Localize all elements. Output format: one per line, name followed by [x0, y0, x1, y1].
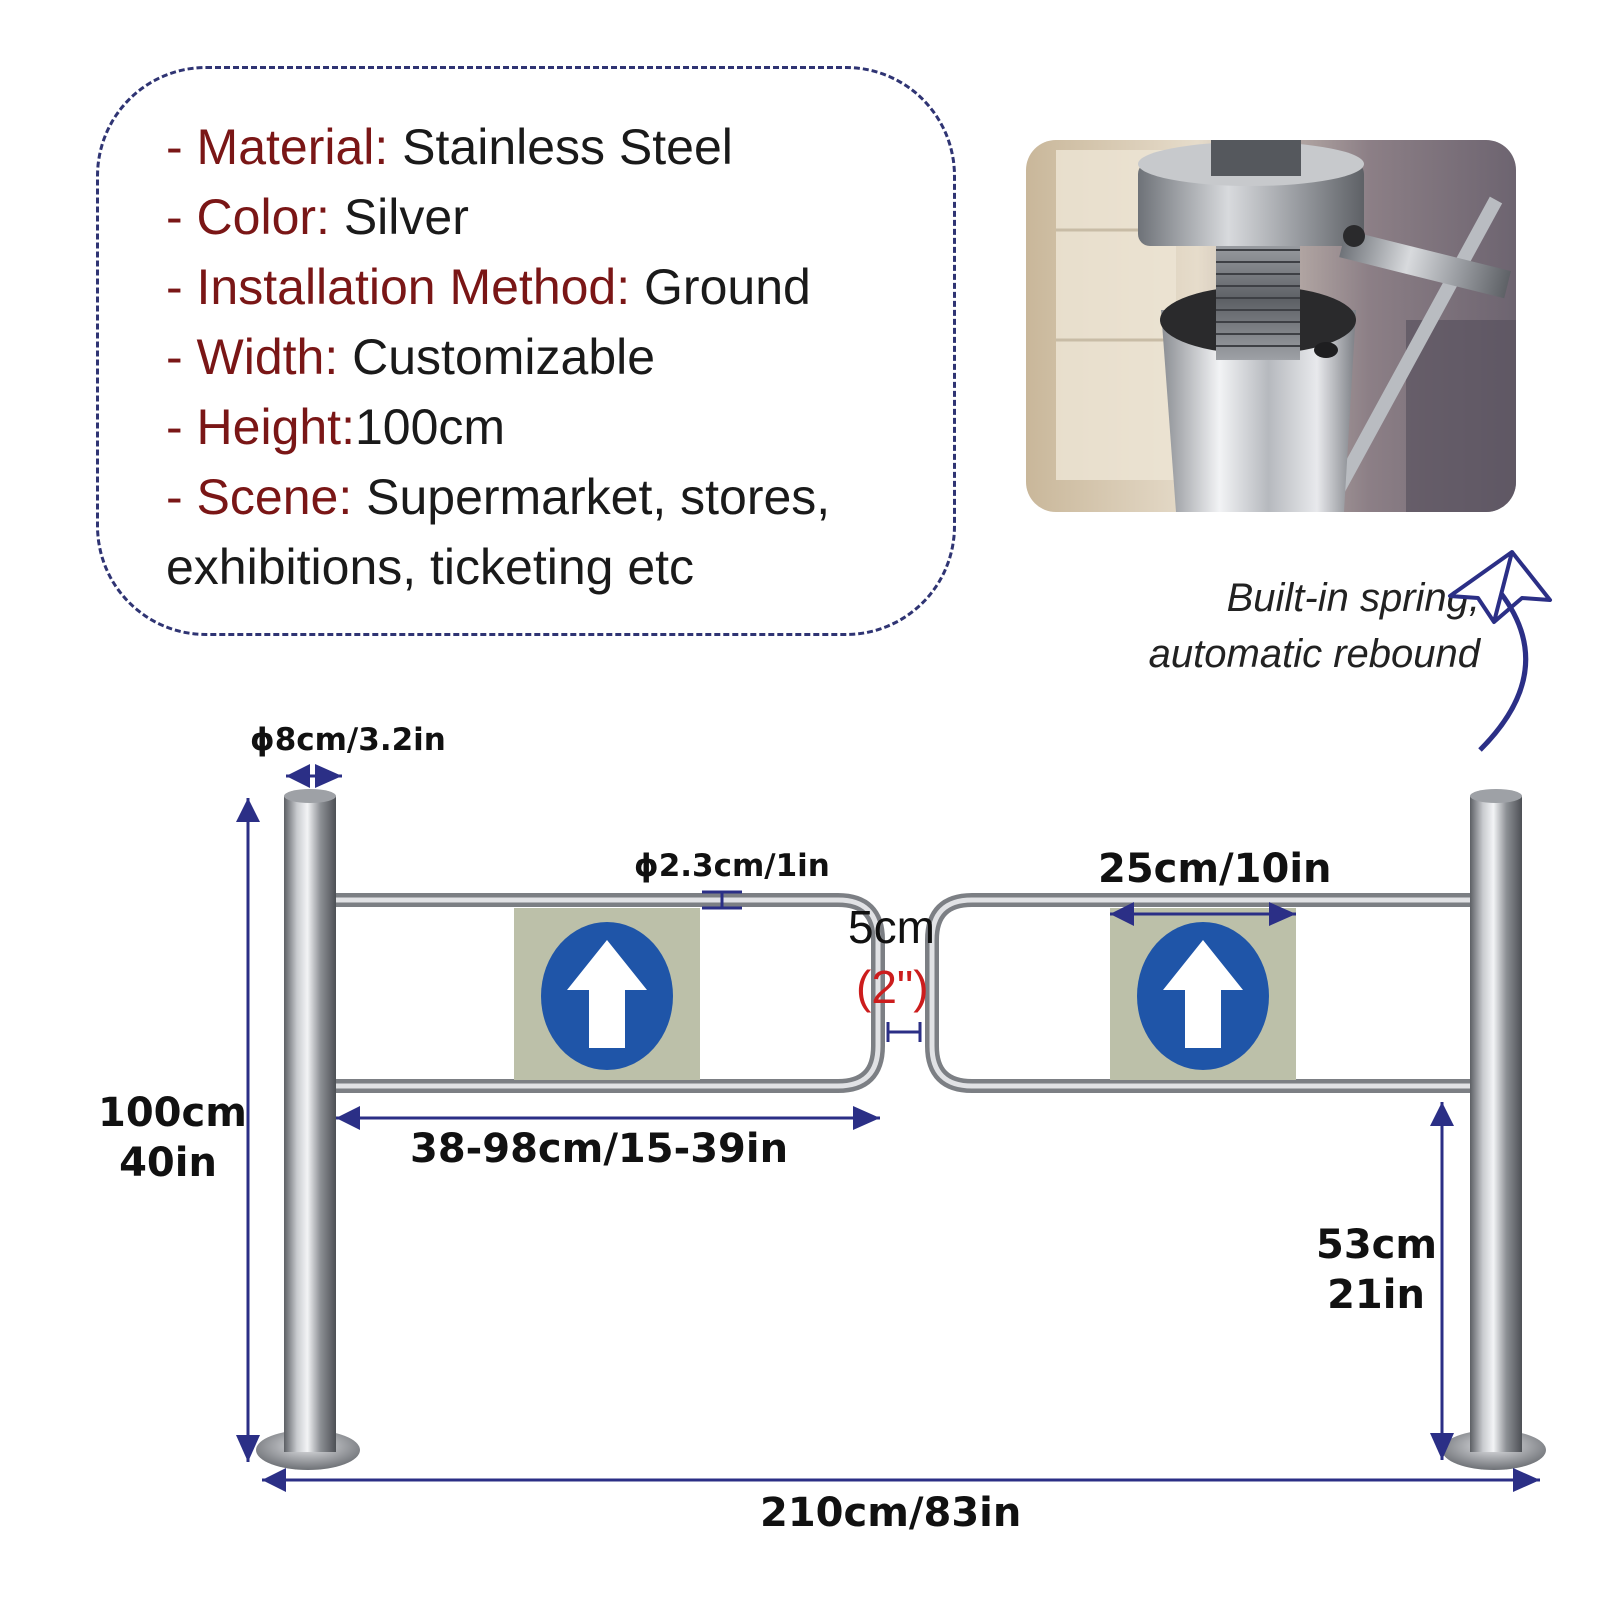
spec-value: Ground	[630, 259, 811, 315]
left-direction-sign	[514, 908, 700, 1080]
lower-bar-label: 53cm 21in	[1316, 1220, 1438, 1320]
gap-inch-label: (2")	[856, 961, 929, 1013]
spec-color: - Color: Silver	[166, 182, 946, 252]
arm-length-label: 38-98cm/15-39in	[410, 1126, 789, 1172]
spec-scene-continuation: exhibitions, ticketing etc	[166, 539, 695, 595]
spec-value: Stainless Steel	[388, 119, 733, 175]
gap-cm-label: 5cm	[848, 901, 935, 953]
tube-diameter-label: ϕ2.3cm/1in	[634, 848, 830, 884]
caption-line-1: Built-in spring,	[1226, 576, 1480, 620]
spec-label: - Color:	[166, 189, 330, 245]
caption-line-2: automatic rebound	[1148, 632, 1480, 676]
spring-caption: Built-in spring, automatic rebound	[1060, 570, 1480, 682]
left-gate-arm	[323, 893, 885, 1093]
spec-label: - Installation Method:	[166, 259, 631, 315]
left-post	[256, 789, 360, 1470]
spec-material: - Material: Stainless Steel	[166, 112, 946, 182]
total-width-label: 210cm/83in	[760, 1490, 1022, 1536]
spec-scene: - Scene: Supermarket, stores,	[166, 462, 946, 532]
lower-bar-cm: 53cm	[1316, 1222, 1438, 1268]
spec-value: 100cm	[354, 399, 506, 455]
height-cm: 100cm	[98, 1090, 247, 1136]
up-arrow-icon	[1163, 940, 1243, 1048]
post-diameter-label: ϕ8cm/3.2in	[250, 722, 446, 758]
spring-closeup-illustration	[1026, 140, 1516, 512]
spring-closeup-photo	[1026, 140, 1516, 512]
spec-list: - Material: Stainless Steel - Color: Sil…	[166, 112, 946, 602]
spec-box-border	[96, 66, 956, 636]
right-direction-sign	[1110, 908, 1296, 1080]
right-post	[1442, 789, 1546, 1470]
height-label: 100cm 40in	[98, 1088, 247, 1188]
spec-value: Supermarket, stores,	[352, 469, 831, 525]
spec-value: Silver	[329, 189, 469, 245]
up-arrow-icon	[567, 940, 647, 1048]
spec-value: Customizable	[338, 329, 656, 385]
sign-width-label: 25cm/10in	[1098, 846, 1332, 892]
spec-label: - Height:	[166, 399, 355, 455]
spec-width: - Width: Customizable	[166, 322, 946, 392]
spec-label: - Material:	[166, 119, 389, 175]
right-gate-arm	[925, 893, 1485, 1093]
spec-label: - Scene:	[166, 469, 353, 525]
spec-installation: - Installation Method: Ground	[166, 252, 946, 322]
height-in: 40in	[119, 1140, 217, 1186]
spec-label: - Width:	[166, 329, 339, 385]
spec-height: - Height:100cm	[166, 392, 946, 462]
lower-bar-in: 21in	[1327, 1272, 1425, 1318]
